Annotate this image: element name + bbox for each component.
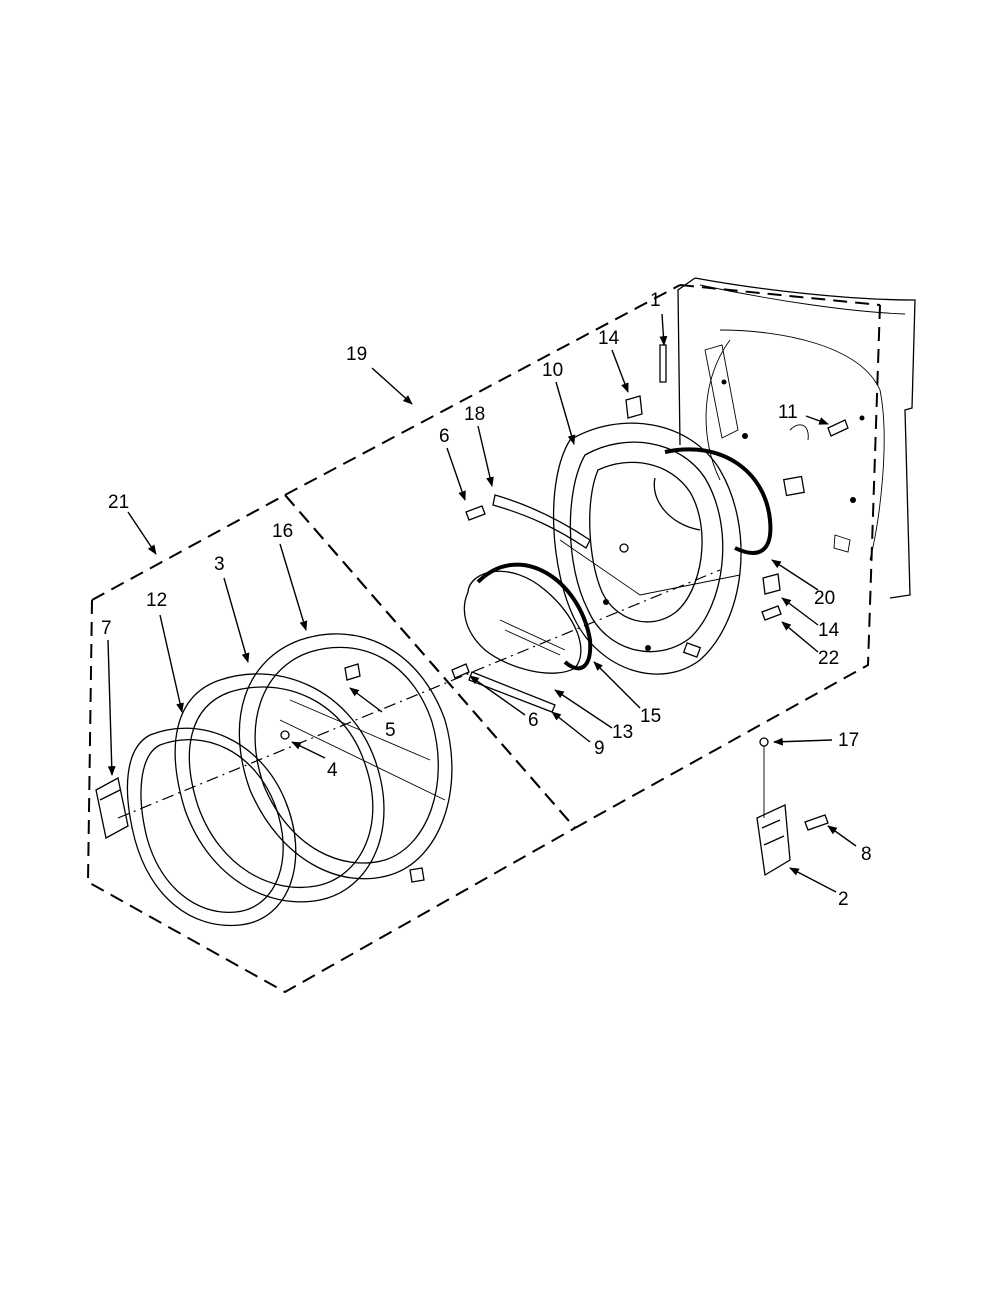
door-handle bbox=[95, 777, 129, 839]
door-latch bbox=[756, 804, 791, 877]
callout-20: 20 bbox=[814, 588, 835, 609]
assembly-boundary-21 bbox=[86, 493, 576, 994]
callout-18: 18 bbox=[464, 404, 485, 425]
callout-15: 15 bbox=[640, 706, 661, 727]
door-seal-ring bbox=[664, 447, 773, 555]
outer-door-assembly bbox=[126, 633, 453, 927]
callout-11: 11 bbox=[778, 402, 798, 423]
callout-3: 3 bbox=[214, 554, 225, 575]
callout-5: 5 bbox=[385, 720, 396, 741]
callout-16: 16 bbox=[272, 521, 293, 542]
callout-7: 7 bbox=[101, 618, 112, 639]
callout-8: 8 bbox=[861, 844, 872, 865]
door-inner-frame bbox=[552, 422, 742, 675]
callout-9: 9 bbox=[594, 738, 605, 759]
callout-labels: 1 2 3 4 5 6 6 7 8 9 10 11 12 13 14 14 15… bbox=[101, 290, 872, 910]
callout-14-upper: 14 bbox=[598, 328, 620, 349]
callout-12: 12 bbox=[146, 590, 167, 611]
seal-inner-edge bbox=[653, 477, 701, 531]
callout-17: 17 bbox=[838, 730, 859, 751]
hinge-strap bbox=[492, 494, 591, 549]
callout-4: 4 bbox=[327, 760, 338, 781]
leader-lines bbox=[107, 313, 857, 893]
callout-2: 2 bbox=[838, 889, 849, 910]
callout-19: 19 bbox=[346, 344, 367, 365]
callout-6-upper: 6 bbox=[439, 426, 450, 447]
screws-and-clips bbox=[451, 344, 849, 831]
callout-22: 22 bbox=[818, 648, 839, 669]
callout-6-lower: 6 bbox=[528, 710, 539, 731]
assembly-boundary-19 bbox=[284, 284, 881, 829]
callout-1: 1 bbox=[650, 290, 661, 311]
cabinet-front-panel bbox=[677, 277, 916, 599]
door-glass-assembly bbox=[463, 562, 593, 674]
callout-13: 13 bbox=[612, 722, 633, 743]
callout-21: 21 bbox=[108, 492, 129, 513]
callout-10: 10 bbox=[542, 360, 563, 381]
callout-14-lower: 14 bbox=[818, 620, 840, 641]
